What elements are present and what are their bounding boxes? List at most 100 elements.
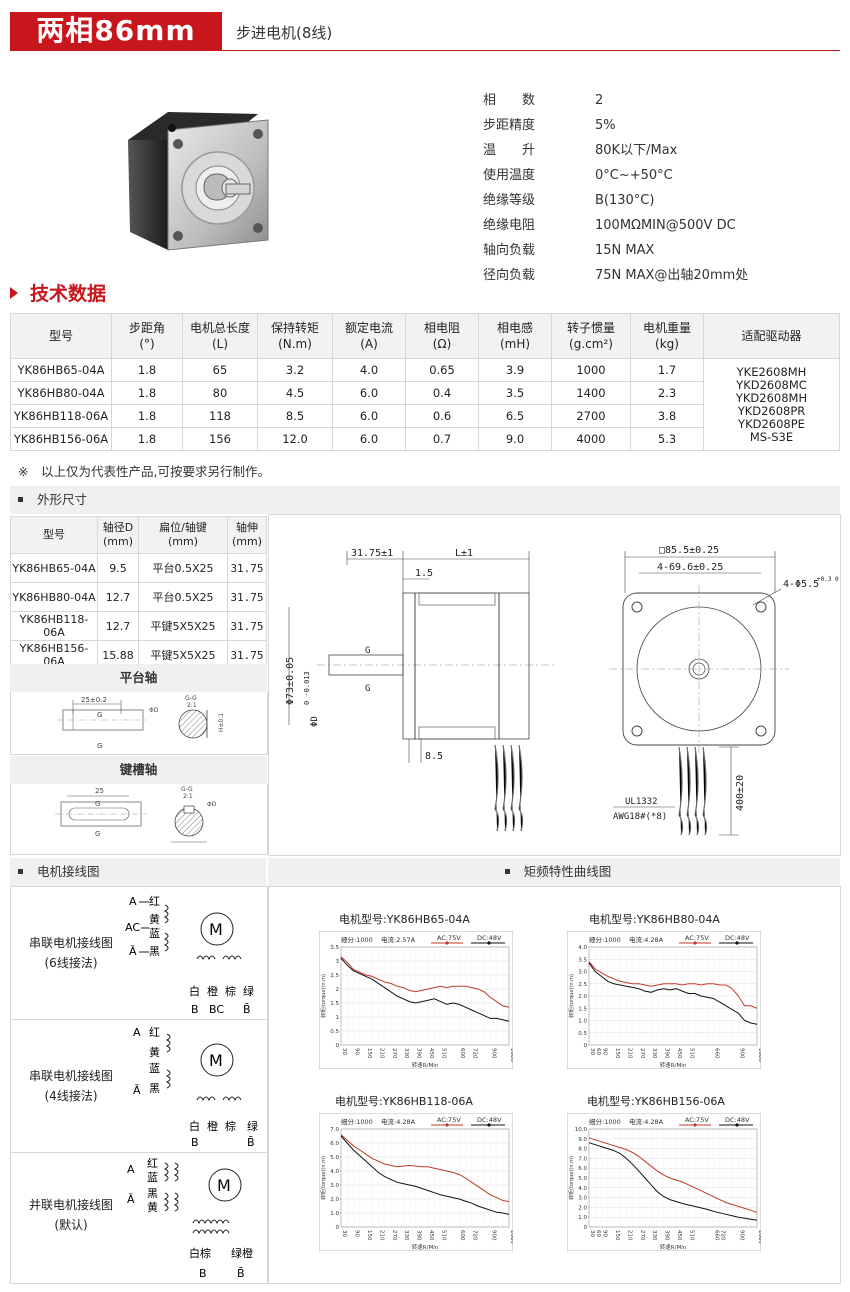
spec-key: 绝缘电阻 bbox=[483, 218, 536, 233]
wiring-panel: 并联电机接线图(默认) A Ā 红 蓝 黑 黄 M 白棕 绿橙 B B̄ bbox=[11, 1153, 267, 1283]
chart-info-label: 细分:1000 bbox=[589, 935, 621, 944]
spec-value: B(130°C) bbox=[595, 193, 655, 208]
x-axis-label: 转速R/Min bbox=[660, 1061, 687, 1069]
key-g-top: G bbox=[95, 800, 100, 808]
y-axis-label: 转矩(torque)(n.m) bbox=[568, 974, 575, 1018]
column-header: 电机重量(kg) bbox=[630, 313, 704, 359]
column-header: 扁位/轴键(mm) bbox=[138, 516, 228, 554]
wire-color-label: 棕 bbox=[225, 984, 236, 998]
y-tick-label: 2.0 bbox=[330, 1197, 339, 1203]
y-tick-label: 1.0 bbox=[578, 1215, 587, 1221]
chart-frame bbox=[319, 1113, 513, 1251]
series-line bbox=[588, 961, 758, 1009]
legend-marker bbox=[735, 1123, 739, 1127]
x-tick-label: 600 bbox=[459, 1048, 465, 1059]
chart-title: 电机型号:YK86HB156-06A bbox=[587, 1095, 725, 1108]
y-tick-label: 4.0 bbox=[578, 945, 587, 951]
wire-color-label: 黑 bbox=[149, 1082, 160, 1095]
terminal-label: A bbox=[127, 1163, 135, 1176]
series-line bbox=[340, 956, 510, 1008]
terminal-label: BC bbox=[209, 1003, 224, 1016]
spec-key: 温 升 bbox=[483, 143, 536, 158]
x-tick-label: 720 bbox=[472, 1048, 478, 1059]
key-section-label: G-G bbox=[181, 786, 193, 793]
plot-area bbox=[340, 1128, 510, 1228]
x-tick-label: 30 bbox=[341, 1048, 347, 1055]
y-tick-label: 3.0 bbox=[578, 970, 587, 976]
column-header: 电机总长度(L) bbox=[182, 313, 258, 359]
legend-label: AC:75V bbox=[437, 1116, 461, 1124]
outline-drawing: 31.75±1 L±1 1.5 G G 8.5 Φ73±0.05 ΦD 0 -0… bbox=[285, 545, 839, 836]
x-tick-label: 60 bbox=[595, 1048, 601, 1055]
terminal-label: AC bbox=[125, 921, 140, 934]
y-tick-label: 2.5 bbox=[330, 973, 339, 979]
terminal-label: B bbox=[199, 1267, 207, 1280]
legend-label: DC:48V bbox=[477, 1116, 502, 1124]
flat-section-label: G-G bbox=[185, 695, 197, 702]
dim-lead-length: 400±20 bbox=[735, 775, 746, 811]
wire-color-label: 白 bbox=[189, 984, 200, 998]
legend-label: DC:48V bbox=[725, 1116, 750, 1124]
x-tick-label: 390 bbox=[416, 1230, 422, 1241]
terminal-label: Ā bbox=[127, 1193, 135, 1206]
series-line bbox=[588, 1142, 758, 1221]
dim-hole-pitch: 4-69.6±0.25 bbox=[657, 562, 723, 573]
x-tick-label: 450 bbox=[676, 1230, 682, 1241]
y-tick-label: 0 bbox=[584, 1043, 588, 1049]
motor-symbol: M bbox=[217, 1176, 231, 1195]
x-tick-label: 210 bbox=[626, 1048, 632, 1059]
x-tick-label: 60 bbox=[595, 1230, 601, 1237]
wire-color-label: 黄 bbox=[149, 1045, 160, 1059]
chart-title: 电机型号:YK86HB80-04A bbox=[589, 913, 720, 926]
wiring-panel-group: 串联电机接线图(6线接法) A AC Ā 红 黄 蓝 黑 M 白 橙 棕 绿 B… bbox=[10, 886, 268, 1284]
column-header: 相电阻(Ω) bbox=[405, 313, 479, 359]
y-tick-label: 0 bbox=[584, 1225, 588, 1231]
key-shaft-drawing: 25 G G G-G 2:1 ΦD bbox=[55, 786, 217, 843]
x-tick-label: 900 bbox=[738, 1230, 744, 1241]
x-tick-label: 90 bbox=[353, 1048, 359, 1055]
dim-shaft-length: 31.75±1 bbox=[351, 548, 393, 559]
y-tick-label: 2.5 bbox=[578, 982, 587, 988]
title-divider bbox=[10, 50, 840, 51]
x-tick-label: 450 bbox=[428, 1230, 434, 1241]
x-tick-label: 510 bbox=[689, 1048, 695, 1059]
x-tick-label: 1080 bbox=[509, 1048, 513, 1062]
flat-g-top: G bbox=[97, 711, 102, 719]
spec-value: 80K以下/Max bbox=[595, 143, 678, 158]
chart-title: 电机型号:YK86HB118-06A bbox=[335, 1095, 473, 1108]
x-tick-label: 900 bbox=[490, 1230, 496, 1241]
chart-info-label: 细分:1000 bbox=[341, 935, 373, 944]
key-dia-label: ΦD bbox=[207, 801, 217, 808]
flat-h-label: H±0.1 bbox=[218, 713, 225, 732]
wire-color-label: 蓝 bbox=[149, 927, 160, 940]
terminal-label: Ā bbox=[133, 1084, 141, 1097]
x-tick-label: 270 bbox=[639, 1230, 645, 1241]
y-tick-label: 2.0 bbox=[578, 1205, 587, 1211]
y-tick-label: 3.5 bbox=[578, 957, 587, 963]
wiring-section-bar: 电机接线图 bbox=[10, 858, 266, 886]
x-tick-label: 30 bbox=[589, 1048, 595, 1055]
spec-value: 0°C~+50°C bbox=[595, 168, 673, 183]
section-arrow-icon bbox=[10, 287, 18, 299]
x-tick-label: 150 bbox=[366, 1048, 372, 1059]
dim-flange: 1.5 bbox=[415, 568, 433, 579]
x-tick-label: 510 bbox=[441, 1230, 447, 1241]
y-tick-label: 4.0 bbox=[330, 1169, 339, 1175]
x-tick-label: 900 bbox=[490, 1048, 496, 1059]
wire-color-label: 绿 bbox=[243, 984, 254, 998]
wire-spec-1: UL1332 bbox=[625, 797, 658, 807]
y-tick-label: 2 bbox=[336, 987, 340, 993]
dim-hole-dia: 4-Φ5.5 bbox=[783, 579, 819, 590]
shape-section-title: 外形尺寸 bbox=[37, 492, 88, 507]
x-tick-label: 330 bbox=[403, 1048, 409, 1059]
flat-len-label: 25±0.2 bbox=[81, 696, 107, 704]
x-tick-label: 510 bbox=[441, 1048, 447, 1059]
